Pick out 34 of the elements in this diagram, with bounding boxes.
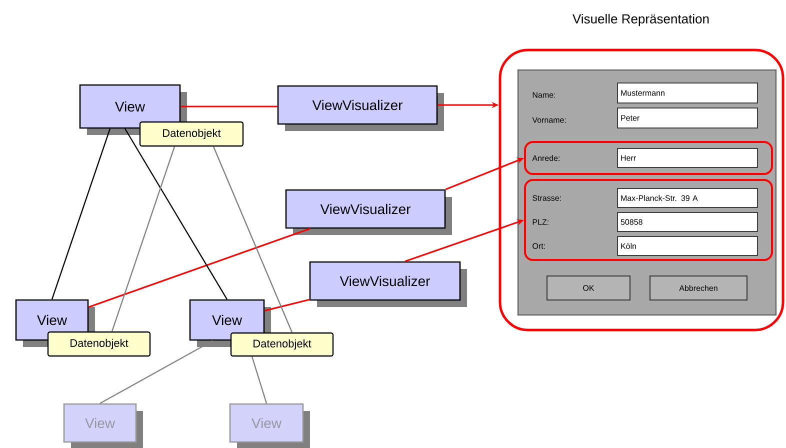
- visualizer-box: ViewVisualizer: [285, 189, 452, 235]
- field-label: Ort:: [532, 243, 545, 249]
- input-field: 50858: [617, 212, 758, 232]
- visualizer-box: ViewVisualizer: [277, 85, 444, 131]
- connector: [212, 146, 293, 333]
- field-label: Vorname:: [532, 117, 566, 123]
- connector: [124, 128, 228, 300]
- input-field: Köln: [617, 236, 758, 256]
- heading: Visuelle Repräsentation: [572, 14, 709, 26]
- connector: [51, 128, 111, 300]
- field-label: Anrede:: [532, 155, 560, 161]
- data-object-tag: Datenobjekt: [47, 331, 151, 357]
- field-label: Name:: [532, 92, 556, 98]
- group-outline: [524, 141, 773, 175]
- connector: [88, 228, 310, 308]
- data-object-tag: Datenobjekt: [139, 121, 244, 147]
- connector: [100, 340, 214, 404]
- connector: [111, 146, 176, 332]
- button: Abbrechen: [650, 276, 748, 300]
- input-field: Max-Planck-Str. 39 A: [617, 188, 758, 208]
- view-box: View: [229, 403, 310, 448]
- field-label: Strasse:: [532, 195, 561, 201]
- field-label: PLZ:: [532, 219, 548, 225]
- input-field: Peter: [617, 108, 758, 128]
- view-box: View: [63, 403, 143, 448]
- data-object-tag: Datenobjekt: [230, 332, 334, 357]
- input-field: Herr: [617, 148, 758, 168]
- connector: [264, 298, 310, 312]
- connector: [251, 356, 268, 404]
- button: OK: [546, 276, 630, 300]
- connector: [180, 106, 278, 108]
- group-outline: [524, 179, 773, 261]
- input-field: Mustermann: [617, 82, 758, 104]
- visualizer-box: ViewVisualizer: [309, 261, 467, 307]
